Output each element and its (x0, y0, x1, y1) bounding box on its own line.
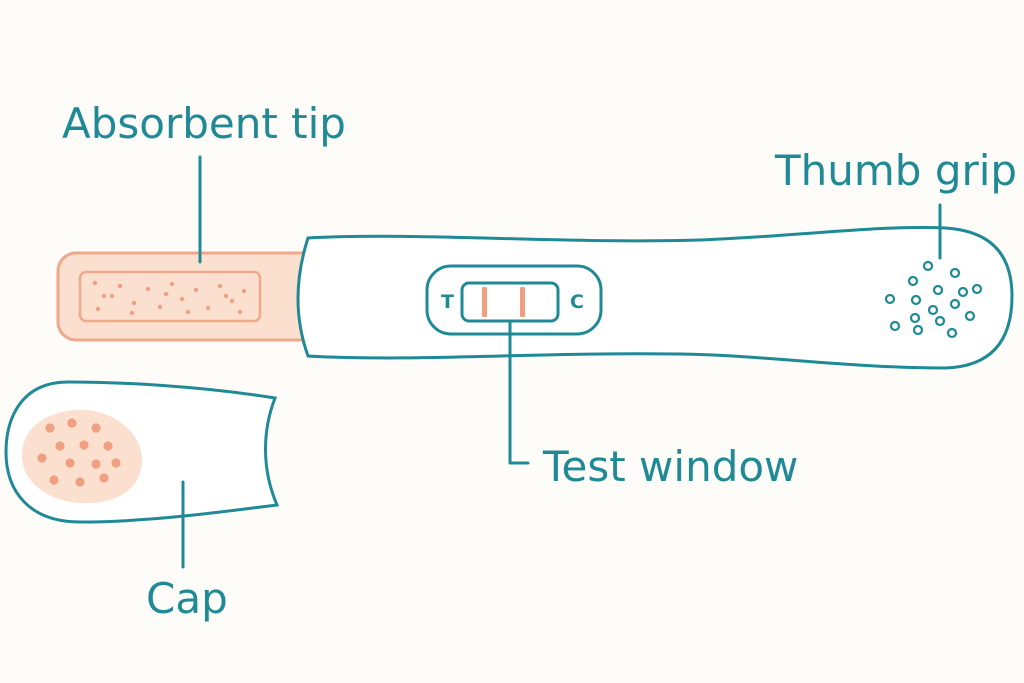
thumb-grip-dots (884, 260, 983, 339)
tip-dot (205, 305, 211, 311)
tip-dot (237, 309, 243, 315)
tip-dot (163, 291, 169, 297)
grip-dot (889, 320, 901, 332)
tip-dot (109, 293, 115, 299)
tip-dot (241, 288, 247, 294)
grip-dot (910, 294, 922, 306)
absorbent-tip-strip (56, 251, 322, 342)
tip-dot (145, 286, 151, 292)
cap-dot (103, 441, 113, 451)
test-result-line (482, 287, 487, 317)
grip-dot (934, 315, 946, 327)
cap-dot (99, 473, 109, 483)
control-result-line (520, 287, 525, 317)
cap-dot (111, 458, 121, 468)
absorbent-tip-label: Absorbent tip (62, 99, 346, 148)
tip-dot (92, 280, 98, 286)
tip-dot (217, 283, 223, 289)
tip-dot (229, 298, 235, 304)
tip-dot (185, 309, 191, 315)
test-window-label: Test window (542, 442, 798, 491)
cap-dot (91, 423, 101, 433)
cap-label: Cap (146, 574, 228, 623)
cap-dot (91, 459, 101, 469)
cap-dot (37, 453, 47, 463)
test-window: T C (425, 264, 603, 336)
tip-dot (129, 310, 135, 316)
cap-dot (55, 441, 65, 451)
grip-dot (932, 284, 944, 296)
grip-dot (884, 293, 896, 305)
control-marker-C: C (570, 291, 584, 313)
cap-dot (79, 440, 89, 450)
absorbent-tip-dots (92, 280, 247, 316)
grip-dot (922, 260, 934, 272)
cap (4, 380, 280, 524)
tip-dot (117, 283, 123, 289)
grip-dot (927, 304, 939, 316)
cap-dot (65, 458, 75, 468)
cap-dot (45, 423, 55, 433)
grip-dot (949, 267, 961, 279)
absorbent-tip-pad (78, 270, 262, 323)
grip-dot (946, 327, 958, 339)
tip-dot (179, 296, 185, 302)
tip-dot (223, 293, 229, 299)
tip-dot (131, 300, 137, 306)
grip-dot (957, 286, 969, 298)
grip-dot (964, 310, 976, 322)
grip-dot (949, 298, 961, 310)
absorbent-tip (56, 251, 322, 342)
tip-dot (157, 304, 163, 310)
grip-dot (909, 312, 921, 324)
thumb-grip-label: Thumb grip (774, 146, 1017, 195)
tip-dot (193, 287, 199, 293)
tip-dot (101, 293, 107, 299)
cap-dot (49, 475, 59, 485)
cap-dot (75, 477, 85, 487)
cap-dots (37, 418, 121, 487)
test-window-strip (460, 281, 560, 323)
cap-dot (67, 418, 77, 428)
grip-dot (907, 275, 919, 287)
tip-dot (95, 306, 101, 312)
test-body (296, 225, 1014, 370)
grip-dot (912, 324, 924, 336)
grip-dot (971, 283, 983, 295)
tip-dot (169, 281, 175, 287)
test-marker-T: T (441, 291, 454, 313)
test-window-pointer (508, 320, 530, 465)
